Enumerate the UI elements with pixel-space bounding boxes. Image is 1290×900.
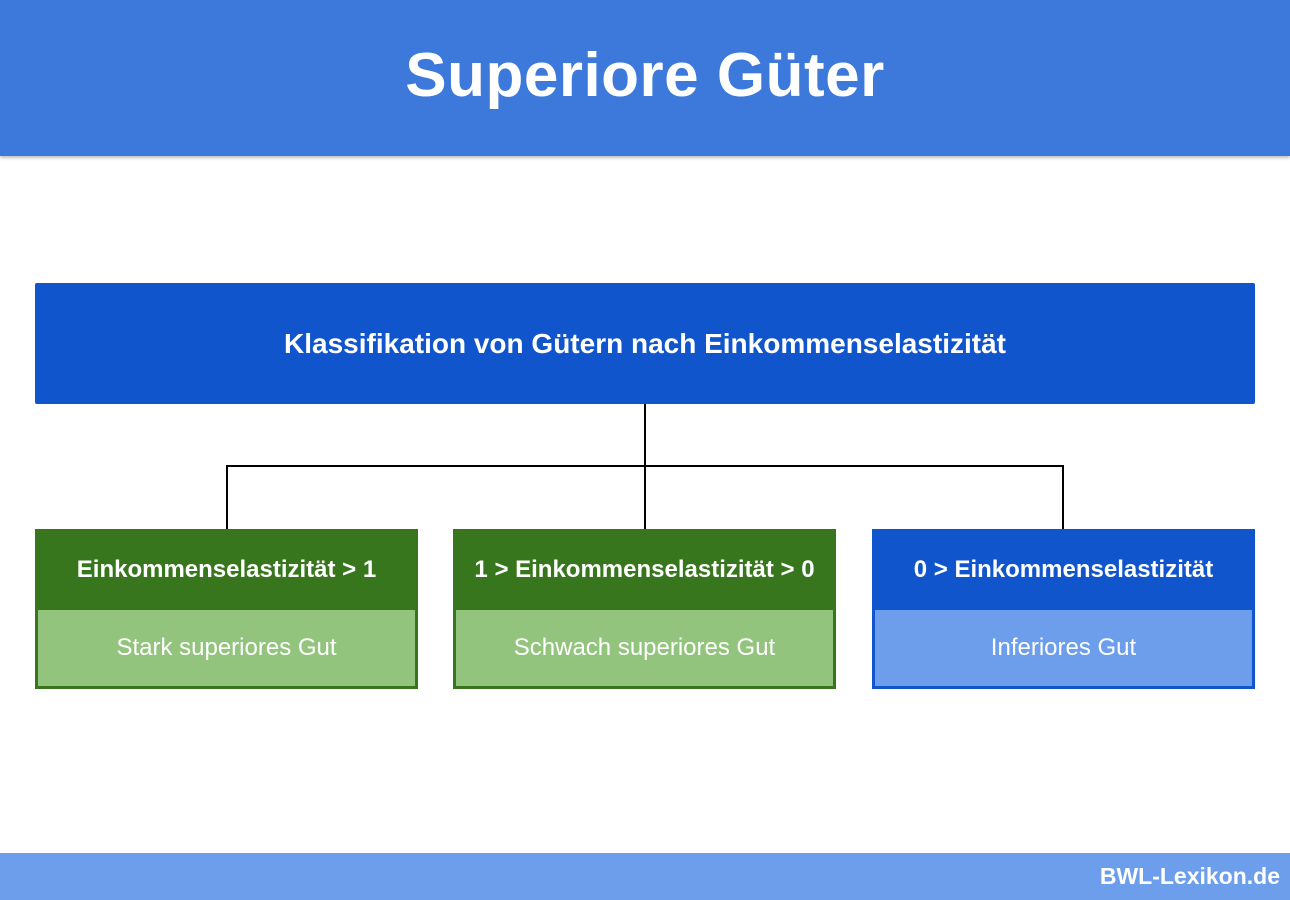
footer-bar: BWL-Lexikon.de <box>0 853 1290 900</box>
node-condition: 0 > Einkommenselastizität <box>872 529 1255 610</box>
root-node-label: Klassifikation von Gütern nach Einkommen… <box>284 327 1006 359</box>
node-condition: Einkommenselastizität > 1 <box>35 529 418 610</box>
node-condition: 1 > Einkommenselastizität > 0 <box>453 529 836 610</box>
title-banner: Superiore Güter <box>0 0 1290 156</box>
footer-brand: BWL-Lexikon.de <box>1099 863 1280 889</box>
node-category: Inferiores Gut <box>872 610 1255 689</box>
page-title: Superiore Güter <box>405 40 885 110</box>
node-schwach-superior: 1 > Einkommenselastizität > 0 Schwach su… <box>453 529 836 689</box>
node-category: Schwach superiores Gut <box>453 610 836 689</box>
node-stark-superior: Einkommenselastizität > 1 Stark superior… <box>35 529 418 689</box>
root-node: Klassifikation von Gütern nach Einkommen… <box>35 283 1255 404</box>
node-category: Stark superiores Gut <box>35 610 418 689</box>
node-inferior: 0 > Einkommenselastizität Inferiores Gut <box>872 529 1255 689</box>
